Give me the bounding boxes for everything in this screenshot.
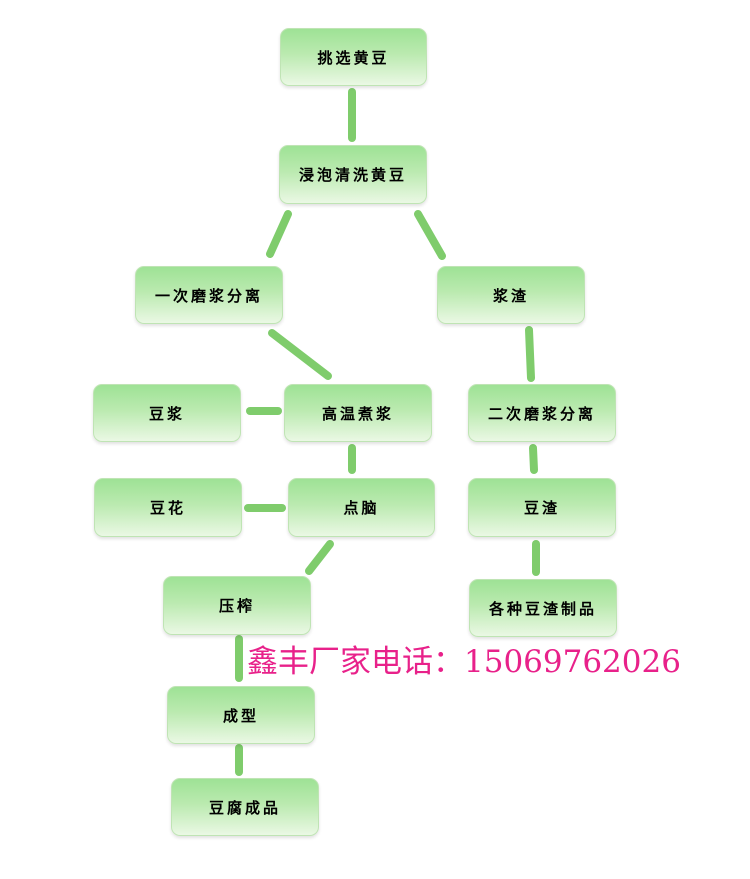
node-pick-beans: 挑选黄豆: [280, 28, 427, 86]
edge-soak-to-residue: [414, 210, 446, 260]
node-first-grind: 一次磨浆分离: [135, 266, 283, 324]
node-finished-tofu: 豆腐成品: [171, 778, 319, 836]
node-tofu-flower: 豆花: [94, 478, 242, 537]
node-press: 压榨: [163, 576, 311, 635]
node-soak-wash: 浸泡清洗黄豆: [279, 145, 427, 204]
node-coagulate: 点脑: [288, 478, 435, 537]
node-okara-products: 各种豆渣制品: [469, 579, 617, 637]
edge-soak-to-first-grind: [266, 210, 292, 258]
node-okara: 豆渣: [468, 478, 616, 537]
node-second-grind: 二次磨浆分离: [468, 384, 616, 442]
node-soy-milk: 豆浆: [93, 384, 241, 442]
node-shaping: 成型: [167, 686, 315, 744]
edge-residue-to-second-grind: [525, 326, 535, 382]
edge-second-grind-to-okara: [529, 444, 538, 474]
manufacturer-phone-watermark: 鑫丰厂家电话：15069762026: [247, 644, 681, 680]
node-boil-slurry: 高温煮浆: [284, 384, 432, 442]
node-slurry-residue: 浆渣: [437, 266, 585, 324]
edge-coagulate-to-press: [305, 540, 334, 575]
edge-first-grind-to-boil: [268, 329, 332, 380]
